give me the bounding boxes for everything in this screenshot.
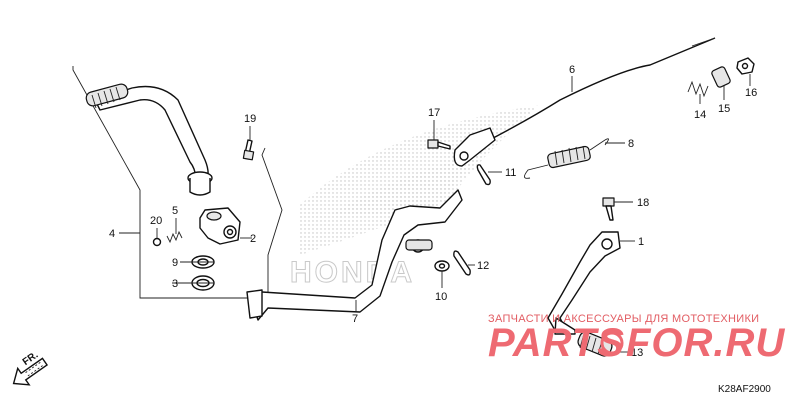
- front-direction-indicator: FR.: [12, 350, 49, 386]
- label-part-12: 12: [477, 260, 489, 272]
- nut-16: [736, 57, 755, 75]
- bolt-17: [427, 139, 451, 150]
- joint-15: [711, 66, 731, 88]
- label-part-5: 5: [172, 205, 178, 217]
- cotter-pin-11: [476, 164, 491, 186]
- spring-14: [687, 80, 709, 98]
- label-part-8: 8: [628, 138, 634, 150]
- kick-pedal-grip: [85, 83, 129, 109]
- label-part-15: 15: [718, 103, 730, 115]
- parts-watermark: ЗАПЧАСТИ И АКСЕССУАРЫ ДЛЯ МОТОТЕХНИКИ PA…: [488, 313, 785, 365]
- cotter-pin-12: [453, 250, 471, 276]
- label-part-9: 9: [172, 257, 178, 269]
- label-part-14: 14: [694, 109, 706, 121]
- bolt-19: [242, 139, 255, 161]
- kick-starter-arm: [85, 83, 213, 196]
- brake-pedal-7: [246, 189, 463, 321]
- brake-rod-6: [453, 37, 716, 167]
- spring-5: [166, 230, 183, 244]
- part-number-labels: 1 2 3 4 5 6 7 8 9 10 11 12 13 14 15 16 1…: [109, 64, 757, 359]
- label-part-18: 18: [637, 197, 649, 209]
- gear-change-pedal-1: [547, 231, 621, 335]
- watermark-logo-left: PARTS: [488, 321, 625, 365]
- label-part-20: 20: [150, 215, 162, 227]
- label-part-10: 10: [435, 291, 447, 303]
- washer-10: [434, 260, 450, 272]
- label-part-7: 7: [352, 313, 358, 325]
- label-part-1: 1: [638, 236, 644, 248]
- label-part-19: 19: [244, 113, 256, 125]
- label-part-4: 4: [109, 228, 115, 240]
- watermark-caption: ЗАПЧАСТИ И АКСЕССУАРЫ ДЛЯ МОТОТЕХНИКИ: [488, 313, 759, 325]
- diagram-code: K28AF2900: [718, 384, 771, 395]
- pinch-clamp: [199, 207, 241, 245]
- label-part-6: 6: [569, 64, 575, 76]
- label-part-11: 11: [505, 167, 516, 179]
- steel-ball-20: [152, 237, 162, 247]
- label-part-2: 2: [250, 233, 256, 245]
- return-spring-8: [524, 138, 609, 179]
- label-part-16: 16: [745, 87, 757, 99]
- watermark-logo-ring: [600, 331, 624, 355]
- label-part-13: 13: [631, 347, 643, 359]
- label-part-17: 17: [428, 107, 440, 119]
- background-logo-text: HONDA: [290, 256, 415, 289]
- label-part-3: 3: [172, 278, 178, 290]
- front-arrow-icon: [12, 357, 49, 386]
- watermark-logo-right: FOR.RU: [626, 321, 785, 365]
- leader-lines: [119, 74, 751, 353]
- bolt-18: [602, 197, 615, 221]
